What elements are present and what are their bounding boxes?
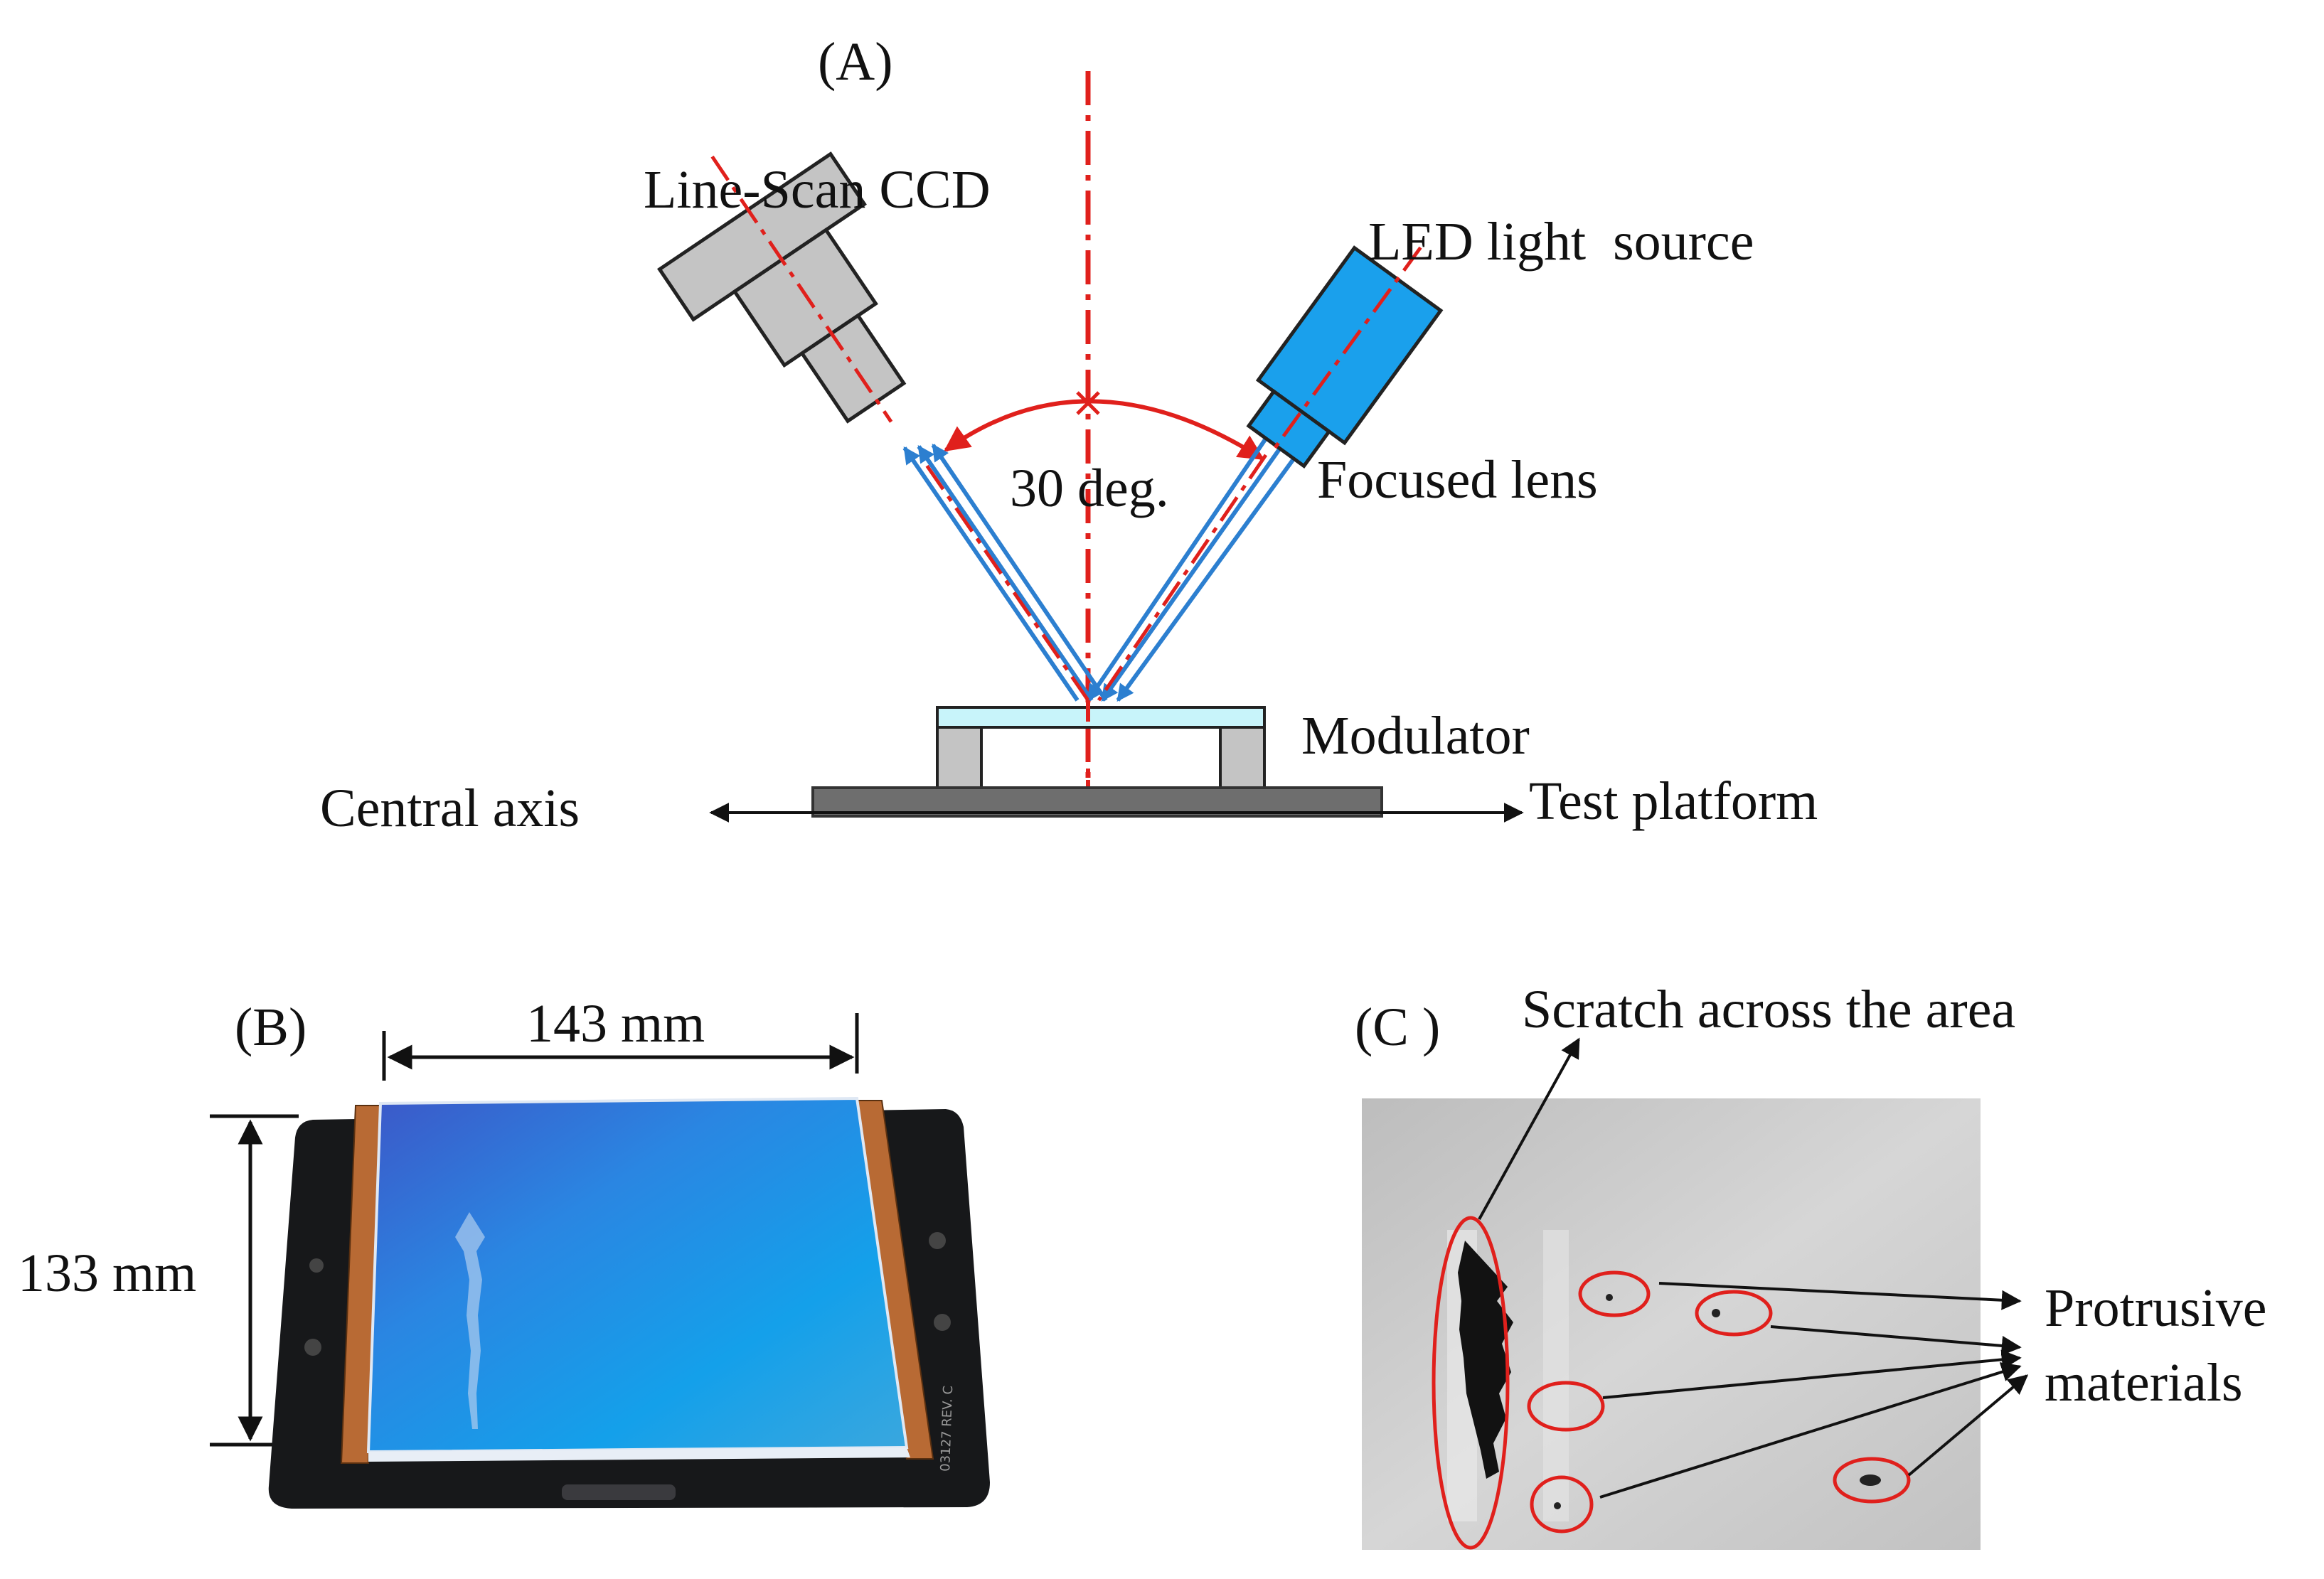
defect-dot-2 [1712,1309,1720,1317]
holder-hole-1 [309,1258,324,1273]
led-light-source-icon [1246,245,1444,469]
reflected-center-line [922,461,1090,702]
modulator-panel [366,1096,909,1454]
scratch-defect [1458,1241,1513,1479]
lens-label: Focused lens [1317,450,1598,510]
incident-center-line [1097,454,1268,702]
angle-label: 30 deg. [1010,459,1169,518]
modulator-support-left [936,726,983,789]
scratch-label: Scratch across the area [1522,980,2015,1039]
scratch-pointer-arrow [1478,1037,1580,1220]
defect-dot-1 [1606,1294,1613,1301]
reflected-beams [902,444,1108,702]
pointer-arrow-2 [1770,1325,2022,1356]
panel-b-label: (B) [235,997,307,1057]
ccd-label: Line-Scan CCD [644,160,991,220]
defect-dot-3 [1554,1502,1561,1509]
modulator-panel-bottom-edge [368,1447,910,1462]
panel-c: (C ) Scratch across the area Protrusive … [1355,980,2266,1550]
panel-a: (A) [320,32,1818,838]
test-platform-label: Test platform [1529,771,1818,831]
defect-dot-4 [1860,1474,1881,1486]
holder-hole-4 [934,1314,951,1331]
modulator-plate [936,706,1266,729]
defect-circle-2 [1695,1290,1773,1337]
angle-cross-2 [1076,391,1100,415]
holder-bottom-slot [562,1484,676,1500]
pointer-arrow-3 [1602,1349,2022,1399]
panel-scratch-mark [455,1212,485,1429]
defect-circle-5 [1833,1457,1911,1504]
defect-circle-4 [1530,1475,1594,1533]
defect-circle-3 [1527,1381,1605,1432]
pointer-arrow-1 [1658,1282,2022,1310]
height-label: 133 mm [18,1243,196,1303]
panel-a-label: (A) [818,32,893,92]
incident-beams [1086,431,1301,702]
serial-text: 03127 REV. C [938,1386,956,1472]
width-label: 143 mm [526,994,705,1054]
holder-hole-2 [304,1339,321,1356]
central-axis-label: Central axis [320,778,580,838]
pointer-arrow-5 [1907,1374,2029,1477]
protrusive-label-line1: Protrusive [2045,1278,2266,1338]
defect-circle-1 [1578,1270,1651,1317]
protrusive-label-line2: materials [2045,1353,2243,1413]
scratch-stripe-right [1543,1230,1569,1521]
led-label: LED light source [1368,212,1754,272]
scratch-highlight [1432,1216,1510,1550]
pointer-arrow-4 [1599,1362,2022,1499]
panel-b: (B) 143 mm 133 mm 03127 REV. C [18,994,990,1509]
line-scan-camera-icon [657,151,907,424]
angle-arc [944,399,1265,461]
modulator-support-right [1219,726,1266,789]
panel-c-label: (C ) [1355,997,1440,1057]
modulator-label: Modulator [1301,706,1530,766]
holder-hole-3 [929,1232,946,1249]
